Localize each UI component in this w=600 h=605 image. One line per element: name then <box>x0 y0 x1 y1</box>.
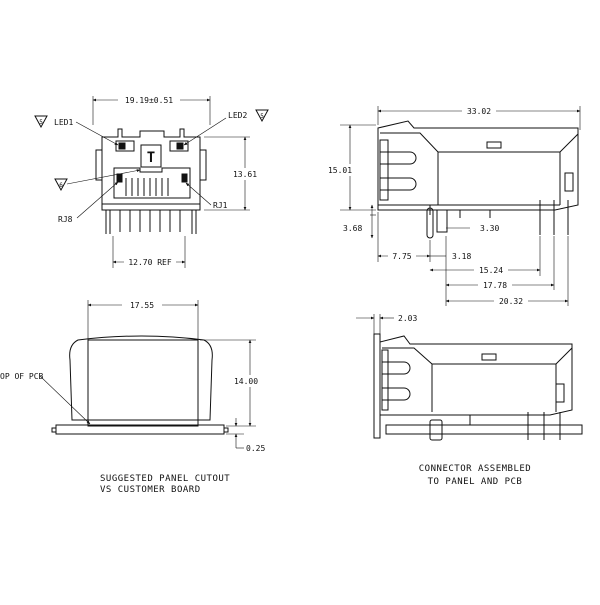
svg-text:6: 6 <box>59 182 63 189</box>
width-dim: 19.19±0.51 <box>125 96 173 105</box>
dim-7-75: 7.75 <box>392 252 411 261</box>
dim-20-32: 20.32 <box>499 297 523 306</box>
logo-letter: T <box>147 150 155 166</box>
panel-width-dim: 17.55 <box>130 301 154 310</box>
side-height-dim: 15.01 <box>328 166 352 175</box>
note-triangle-6 <box>54 178 68 192</box>
led2-label: LED2 <box>228 111 247 120</box>
panel-caption-1: SUGGESTED PANEL CUTOUT <box>100 474 230 484</box>
dim-3-68: 3.68 <box>343 224 362 233</box>
assembled-caption-2: TO PANEL AND PCB <box>428 477 523 487</box>
note-triangle-5b <box>255 109 269 123</box>
offset-dim: 0.25 <box>246 444 265 453</box>
panel-plate <box>373 333 381 439</box>
rj1-label: RJ1 <box>213 201 228 210</box>
note-triangle-5a <box>34 115 48 129</box>
assembled-pcb <box>385 424 583 435</box>
led1-window <box>115 140 135 152</box>
panel-cutout <box>87 339 199 427</box>
side-connector-body <box>377 120 579 239</box>
assembled-connector-body <box>379 335 583 441</box>
dim-17-78: 17.78 <box>483 281 507 290</box>
assembled-view: 2.03 CONNECTOR ASSEMBLED TO PANEL AND PC <box>356 314 583 487</box>
rj8-label: RJ8 <box>58 215 73 224</box>
led1-label: LED1 <box>54 118 73 127</box>
led2-window <box>169 140 189 152</box>
pitch-dim: 12.70 REF <box>128 258 172 267</box>
panel-height-dim: 14.00 <box>234 377 258 386</box>
length-dim: 33.02 <box>467 107 491 116</box>
svg-text:5: 5 <box>260 113 264 120</box>
front-connector-body: T <box>95 128 207 234</box>
dim-3-18: 3.18 <box>452 252 471 261</box>
dim-3-30: 3.30 <box>480 224 499 233</box>
dim-15-24: 15.24 <box>479 266 503 275</box>
height-dim: 13.61 <box>233 170 257 179</box>
front-view: 19.19±0.51 T <box>34 93 269 268</box>
side-view: 33.02 <box>328 105 581 307</box>
panel-caption-2: VS CUSTOMER BOARD <box>100 485 201 495</box>
assembled-caption-1: CONNECTOR ASSEMBLED <box>419 464 531 474</box>
svg-text:5: 5 <box>39 119 43 126</box>
logo-box <box>140 144 162 168</box>
panel-view: 17.55 14.00 0.25 OP OF PCB SUGGESTED PAN… <box>0 299 266 495</box>
pcb-label: OP OF PCB <box>0 372 44 381</box>
panel-thickness-dim: 2.03 <box>398 314 417 323</box>
panel-outline <box>69 335 213 421</box>
